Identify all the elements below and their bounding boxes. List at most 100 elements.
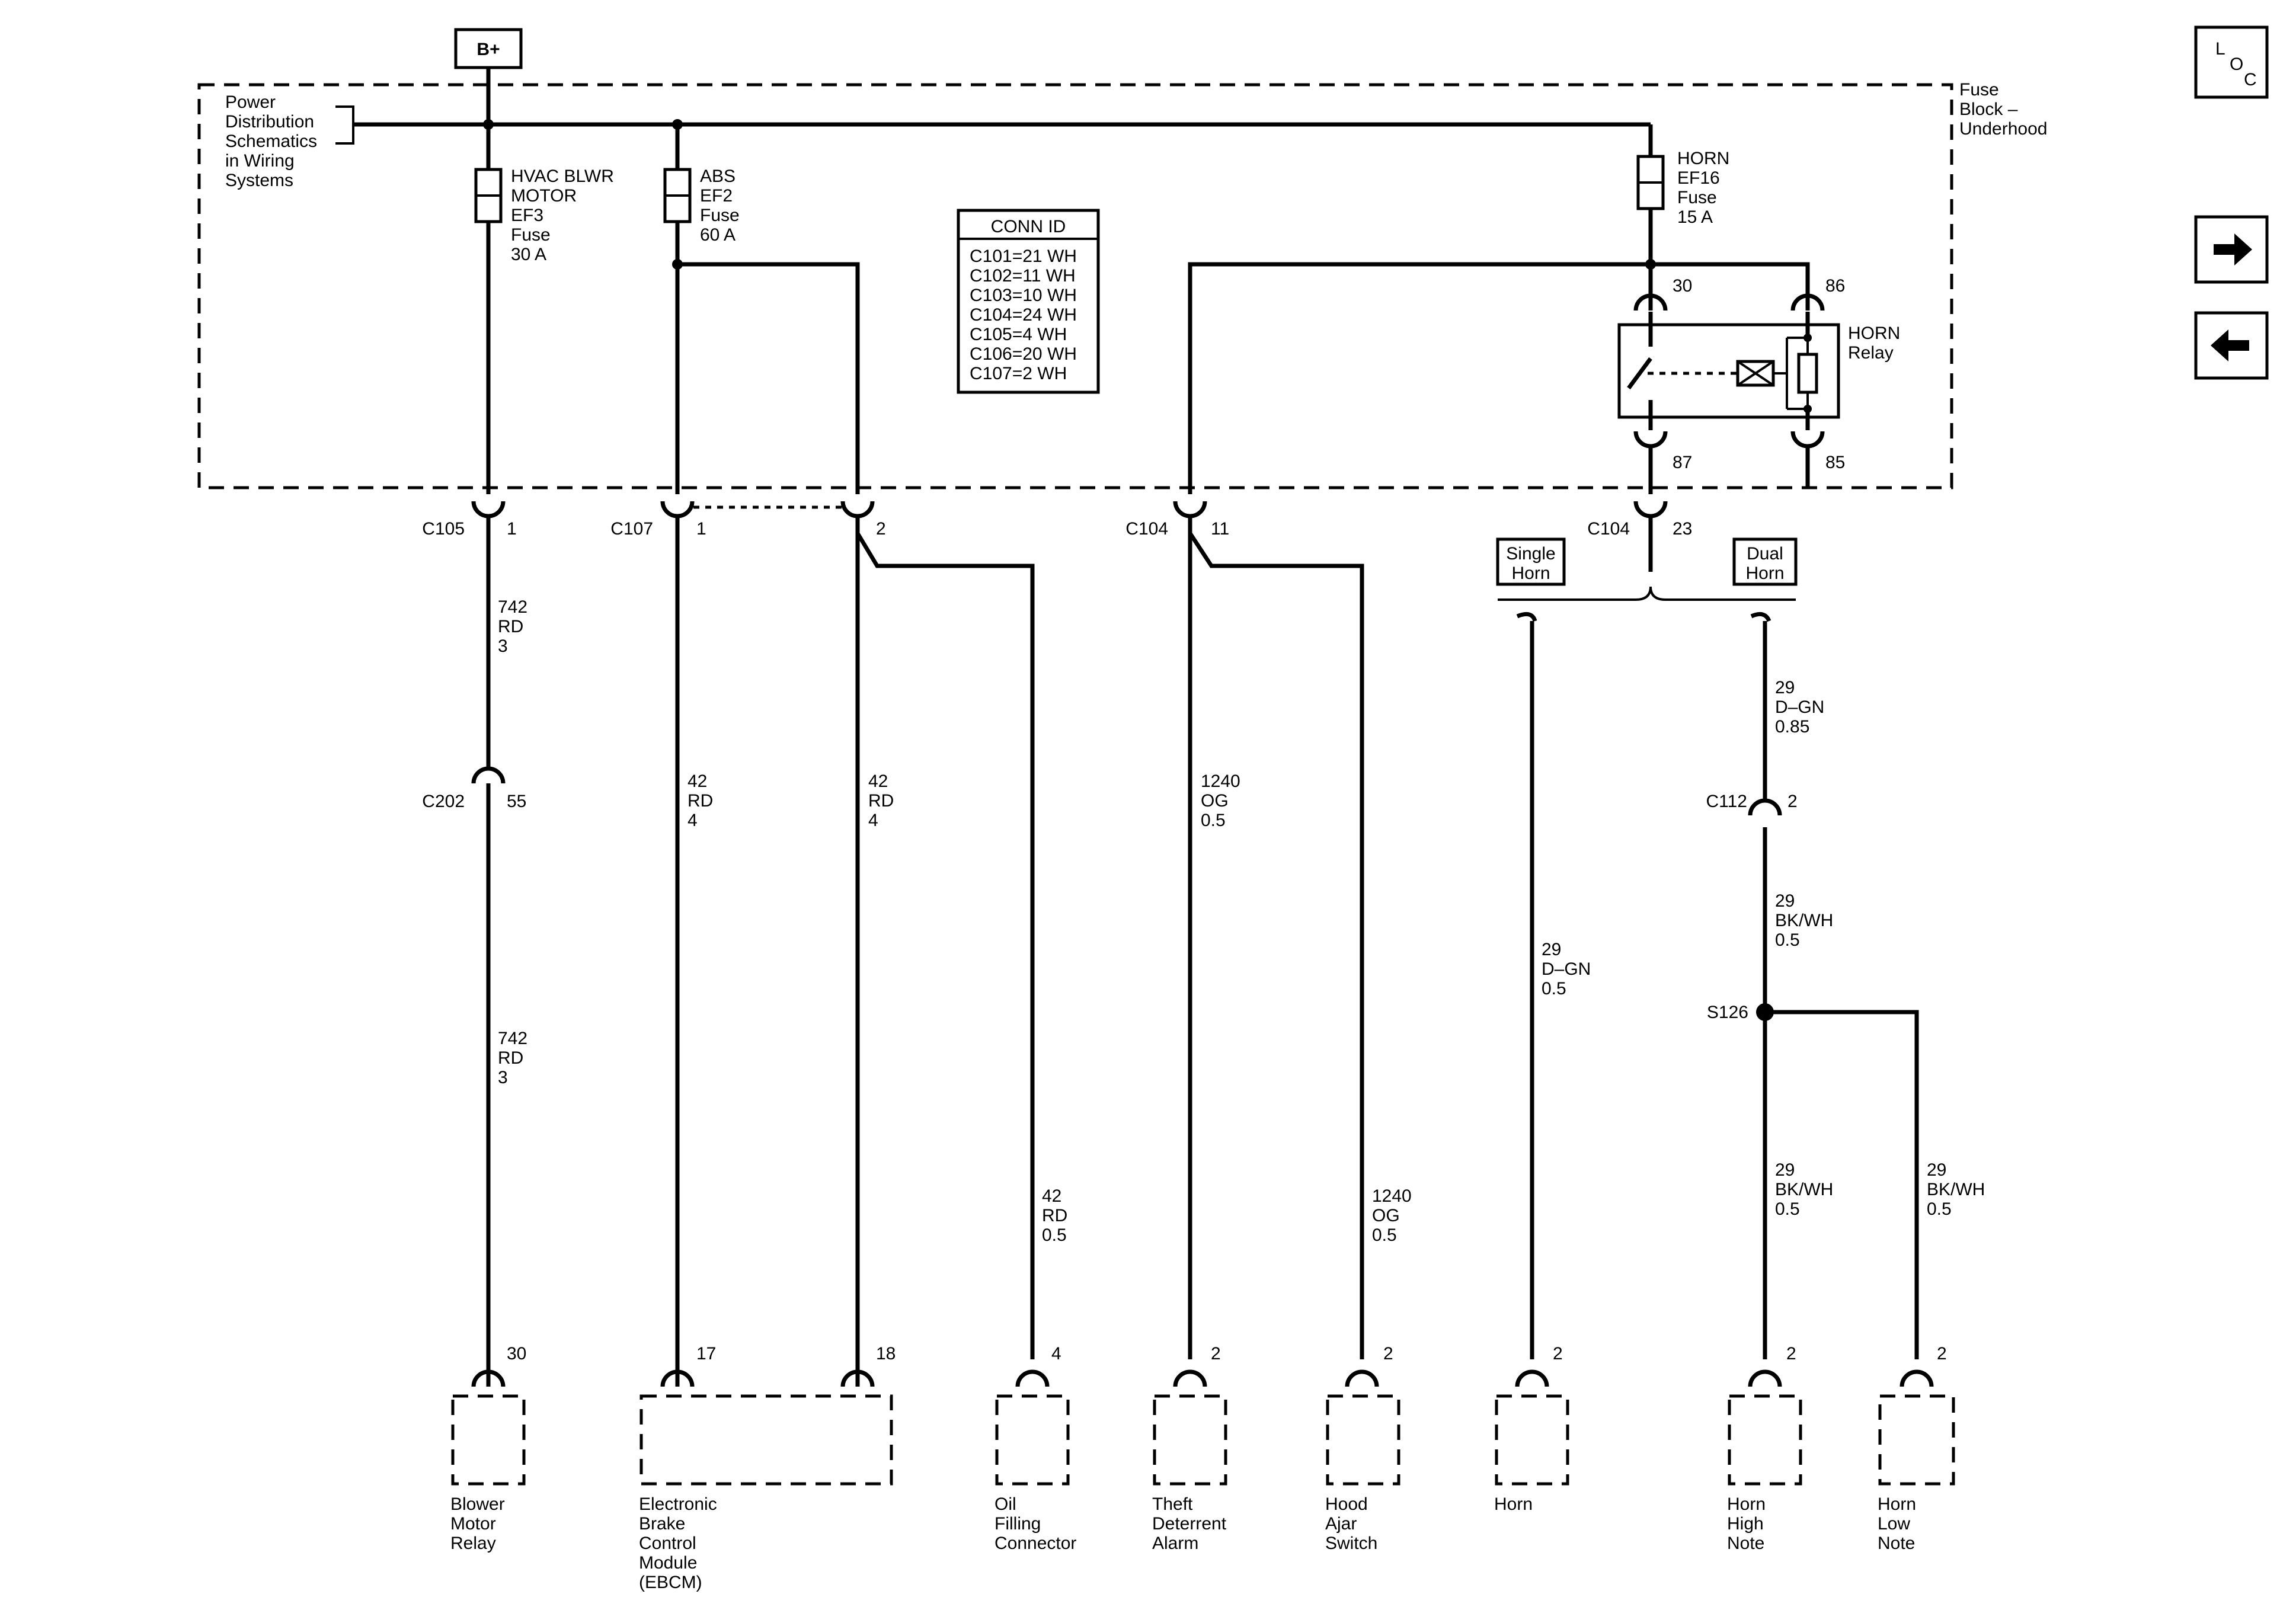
svg-text:29: 29 <box>1775 678 1795 697</box>
loc-letter-o: O <box>2230 55 2243 74</box>
svg-text:Fuse: Fuse <box>1677 188 1717 207</box>
svg-text:0.5: 0.5 <box>1775 930 1800 950</box>
svg-text:Note: Note <box>1878 1534 1915 1553</box>
svg-text:18: 18 <box>876 1344 896 1363</box>
svg-text:60 A: 60 A <box>700 225 736 245</box>
connector-c104-pin23: C104 23 <box>1587 501 1692 572</box>
option-dual-horn: Dual Horn <box>1732 537 1798 586</box>
relay-pin-30: 30 <box>1673 276 1692 296</box>
svg-text:S126: S126 <box>1707 1003 1748 1022</box>
svg-text:BK/WH: BK/WH <box>1775 911 1833 930</box>
wire-low-label: 29 BK/WH 0.5 <box>1927 1160 1985 1219</box>
svg-text:0.5: 0.5 <box>1542 979 1566 998</box>
svg-text:Note: Note <box>1727 1534 1764 1553</box>
svg-text:C104: C104 <box>1587 519 1630 539</box>
svg-text:RD: RD <box>1042 1206 1067 1225</box>
svg-text:42: 42 <box>687 772 707 791</box>
component-horn-high-note: 2 Horn High Note <box>1727 1344 1802 1553</box>
connector-c105: C105 1 <box>422 501 517 751</box>
svg-text:Horn: Horn <box>1494 1494 1533 1514</box>
svg-text:4: 4 <box>868 811 878 830</box>
svg-text:C112: C112 <box>1706 792 1748 811</box>
connector-c112: C112 2 <box>1706 792 1798 1359</box>
fuse-block-label: Fuse Block – Underhood <box>1959 80 2047 139</box>
relay-pin-87: 87 <box>1673 453 1692 472</box>
component-theft-deterrent-alarm: 2 Theft Deterrent Alarm <box>1152 1344 1227 1553</box>
svg-text:Motor: Motor <box>450 1514 496 1534</box>
svg-text:Horn: Horn <box>1745 564 1784 583</box>
connector-c104-pin11: C104 11 <box>1125 501 1229 539</box>
svg-text:C107=2 WH: C107=2 WH <box>970 364 1067 383</box>
wire-ebcm-a-label: 42 RD 4 <box>687 772 713 830</box>
svg-text:2: 2 <box>876 519 886 539</box>
svg-text:Fuse: Fuse <box>1959 80 1999 100</box>
svg-text:742: 742 <box>498 597 527 617</box>
svg-text:HORN: HORN <box>1677 149 1729 168</box>
wire-ebcm-b-label: 42 RD 4 <box>868 772 894 830</box>
svg-text:(EBCM): (EBCM) <box>639 1573 702 1592</box>
svg-text:Horn: Horn <box>1511 564 1550 583</box>
svg-text:Alarm: Alarm <box>1152 1534 1198 1553</box>
svg-text:RD: RD <box>868 791 894 811</box>
wire-horn-single-label: 29 D–GN 0.5 <box>1542 940 1591 998</box>
svg-text:Hood: Hood <box>1325 1494 1368 1514</box>
svg-text:ABS: ABS <box>700 167 736 186</box>
svg-text:Blower: Blower <box>450 1494 505 1514</box>
loc-letter-c: C <box>2244 70 2257 89</box>
location-button[interactable]: L O C <box>2194 25 2269 99</box>
svg-text:C107: C107 <box>610 519 653 539</box>
svg-text:Deterrent: Deterrent <box>1152 1514 1227 1534</box>
svg-text:1240: 1240 <box>1201 772 1240 791</box>
svg-text:Block –: Block – <box>1959 100 2018 119</box>
svg-text:42: 42 <box>1042 1186 1061 1206</box>
svg-text:2: 2 <box>1786 1344 1796 1363</box>
svg-text:Oil: Oil <box>994 1494 1016 1514</box>
wire-hood-label: 1240 OG 0.5 <box>1372 1186 1412 1245</box>
svg-text:Switch: Switch <box>1325 1534 1377 1553</box>
relay-pin-86: 86 <box>1825 276 1845 296</box>
svg-text:15 A: 15 A <box>1677 207 1713 227</box>
next-page-button[interactable] <box>2194 215 2269 284</box>
svg-text:Low: Low <box>1878 1514 1910 1534</box>
svg-text:2: 2 <box>1937 1344 1947 1363</box>
svg-text:D–GN: D–GN <box>1775 697 1824 717</box>
svg-text:C105: C105 <box>422 519 465 539</box>
wire-blower-top-label: 742 RD 3 <box>498 597 527 656</box>
svg-text:3: 3 <box>498 636 508 656</box>
svg-text:EF2: EF2 <box>700 186 733 206</box>
svg-text:High: High <box>1727 1514 1764 1534</box>
fuse-ef3-label: HVAC BLWR MOTOR EF3 Fuse 30 A <box>511 167 614 264</box>
svg-text:Filling: Filling <box>994 1514 1041 1534</box>
component-hood-ajar-switch: 2 Hood Ajar Switch <box>1325 1344 1400 1553</box>
splice-s126: S126 <box>1707 1003 1774 1022</box>
svg-text:1240: 1240 <box>1372 1186 1412 1206</box>
svg-text:MOTOR: MOTOR <box>511 186 577 206</box>
previous-page-button[interactable] <box>2194 311 2269 380</box>
svg-text:D–GN: D–GN <box>1542 959 1591 979</box>
svg-text:C105=4 WH: C105=4 WH <box>970 325 1067 344</box>
svg-text:Fuse: Fuse <box>700 206 740 225</box>
horn-relay <box>1617 293 1840 494</box>
svg-text:2: 2 <box>1211 1344 1221 1363</box>
svg-text:Underhood: Underhood <box>1959 119 2047 139</box>
svg-text:0.5: 0.5 <box>1775 1199 1800 1219</box>
svg-text:C106=20 WH: C106=20 WH <box>970 344 1077 364</box>
svg-text:11: 11 <box>1211 519 1229 539</box>
wire-dual-top-label: 29 D–GN 0.85 <box>1775 678 1824 737</box>
svg-text:0.5: 0.5 <box>1927 1199 1952 1219</box>
svg-text:1: 1 <box>507 519 517 539</box>
svg-text:17: 17 <box>696 1344 716 1363</box>
wire-dual-mid-label: 29 BK/WH 0.5 <box>1775 891 1833 950</box>
svg-text:Single: Single <box>1506 544 1555 564</box>
svg-text:2: 2 <box>1383 1344 1393 1363</box>
fuse-block-enclosure <box>197 83 1953 489</box>
svg-text:C102=11 WH: C102=11 WH <box>970 266 1076 286</box>
svg-text:4: 4 <box>687 811 698 830</box>
svg-text:Electronic: Electronic <box>639 1494 717 1514</box>
svg-text:HORN: HORN <box>1848 324 1900 343</box>
horn-relay-label: HORN Relay <box>1848 324 1900 363</box>
svg-text:OG: OG <box>1201 791 1229 811</box>
battery-supply-box: B+ <box>454 28 523 69</box>
svg-text:BK/WH: BK/WH <box>1775 1180 1833 1199</box>
svg-text:Dual: Dual <box>1747 544 1783 564</box>
